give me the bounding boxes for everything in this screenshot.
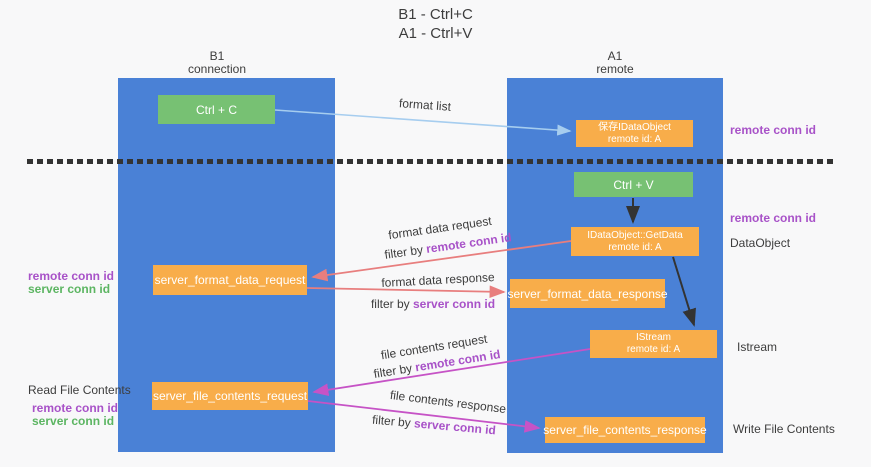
right-column-header: A1 remote [515,50,715,76]
node-server-format-data-request: server_format_data_request [153,265,307,295]
node-ctrl-v-label: Ctrl + V [613,177,654,192]
node-save-idataobject-line2: remote id: A [607,133,662,145]
filter-by-text: filter by [371,412,412,430]
edge-label-filter-server-2: filter by server conn id [372,413,497,438]
edge-label-format-data-response: format data response [381,270,495,290]
node-save-idataobject: 保存IDataObject remote id: A [576,120,693,147]
node-server-file-contents-response: server_file_contents_response [543,417,707,443]
node-istream-line2: remote id: A [626,344,681,355]
annotation-left-remote-conn-id-mid: remote conn id [28,269,115,283]
annotation-left-server-conn-id-bottom: server conn id [32,414,115,428]
annotation-dataobject: DataObject [730,236,791,250]
node-idataobject-getdata-line2: remote id: A [608,241,662,253]
annotation-istream: Istream [737,340,778,354]
node-ctrl-c-label: Ctrl + C [195,102,237,117]
title-line-2: A1 - Ctrl+V [398,25,473,42]
filter-by-text: filter by [372,361,414,381]
filter-by-text: filter by [383,242,424,262]
edge-label-file-contents-response: file contents response [389,387,507,417]
node-ctrl-c: Ctrl + C [158,95,275,124]
annotation-left-server-conn-id-mid: server conn id [28,282,111,296]
diagram-title: B1 - Ctrl+C A1 - Ctrl+V [0,5,871,43]
node-server-file-contents-request-label: server_file_contents_request [152,389,308,403]
server-conn-id-text: server conn id [413,297,496,311]
left-column-subtitle: connection [187,62,247,76]
edge-label-filter-server-1: filter by server conn id [371,297,495,311]
node-ctrl-v: Ctrl + V [574,172,693,197]
node-save-idataobject-line1: 保存IDataObject [598,121,671,133]
right-column-subtitle: remote [596,62,634,76]
node-idataobject-getdata-line1: IDataObject::GetData [587,229,683,241]
node-server-format-data-response: server_format_data_response [507,279,668,308]
annotation-remote-conn-id-mid: remote conn id [730,211,817,225]
filter-by-text: filter by [370,297,410,311]
annotation-write-file-contents: Write File Contents [733,422,835,436]
annotation-read-file-contents: Read File Contents [28,383,131,397]
node-istream: IStream remote id: A [590,330,717,358]
edge-label-format-list: format list [398,96,452,114]
left-column-name: B1 [209,49,225,63]
node-server-format-data-response-label: server_format_data_response [507,286,668,301]
node-server-format-data-request-label: server_format_data_request [154,273,306,287]
title-line-1: B1 - Ctrl+C [398,6,473,23]
right-column-name: A1 [607,49,623,63]
server-conn-id-text: server conn id [413,416,497,438]
annotation-remote-conn-id-top: remote conn id [730,123,817,137]
annotation-left-remote-conn-id-bottom: remote conn id [32,401,119,415]
separator-dashed-line [27,159,833,164]
left-column-header: B1 connection [117,50,317,76]
node-server-file-contents-response-label: server_file_contents_response [543,423,707,437]
node-server-file-contents-request: server_file_contents_request [152,382,308,410]
node-istream-line1: IStream [635,332,671,343]
node-idataobject-getdata: IDataObject::GetData remote id: A [571,227,699,256]
